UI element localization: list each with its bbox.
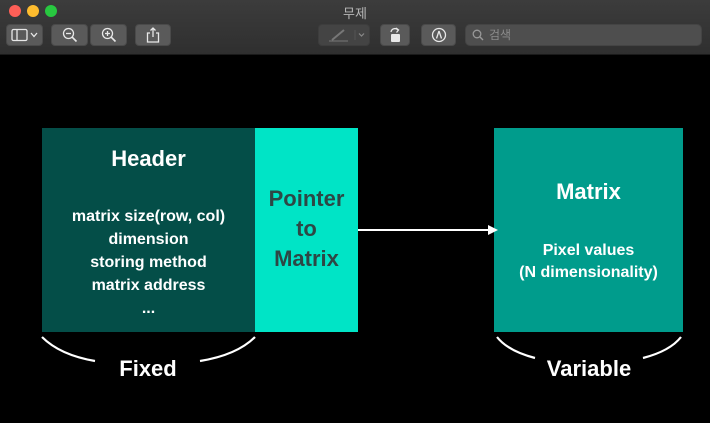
maximize-window-button[interactable] — [45, 5, 57, 17]
sidebar-toggle-button[interactable] — [6, 24, 43, 46]
variable-brace-left — [496, 336, 536, 360]
zoom-out-icon — [62, 27, 77, 43]
header-title: Header — [111, 146, 186, 171]
markup-pen-button[interactable] — [318, 24, 370, 46]
header-field: matrix size(row, col) — [71, 208, 226, 225]
search-icon — [472, 29, 484, 41]
zoom-in-button[interactable] — [90, 24, 127, 46]
zoom-out-button[interactable] — [51, 24, 88, 46]
pointer-label: Pointer to Matrix — [255, 184, 358, 274]
pointer-box: Pointer to Matrix — [255, 128, 358, 332]
rotate-icon — [390, 27, 400, 42]
variable-label: Variable — [546, 356, 632, 381]
pointer-arrowhead — [488, 225, 498, 235]
pointer-label-line: Matrix — [274, 246, 339, 271]
matrix-title: Matrix — [556, 179, 621, 204]
search-input[interactable] — [489, 28, 689, 42]
fixed-brace-right — [199, 336, 256, 363]
pointer-label-line: to — [296, 216, 317, 241]
annotate-icon — [431, 27, 446, 43]
share-icon — [146, 27, 160, 43]
fixed-brace-left — [41, 336, 96, 363]
matrix-description: Pixel values (N dimensionality) — [494, 240, 683, 284]
zoom-in-icon — [101, 27, 116, 43]
header-field: storing method — [90, 254, 207, 271]
title-bar: 무제 — [0, 0, 710, 55]
matrix-box: Matrix Pixel values (N dimensionality) — [494, 128, 683, 332]
share-button[interactable] — [135, 24, 171, 46]
minimize-window-button[interactable] — [27, 5, 39, 17]
matrix-description-line: (N dimensionality) — [519, 264, 658, 281]
rotate-button[interactable] — [380, 24, 410, 46]
header-field: matrix address — [91, 277, 206, 294]
search-field[interactable] — [465, 24, 702, 46]
sidebar-toggle-icon — [10, 28, 37, 42]
header-field-list: matrix size(row, col) dimension storing … — [42, 205, 255, 320]
annotate-button[interactable] — [421, 24, 456, 46]
window-title: 무제 — [343, 6, 367, 21]
document-canvas: Header matrix size(row, col) dimension s… — [0, 55, 710, 423]
header-field: dimension — [108, 231, 189, 248]
variable-brace-right — [642, 336, 682, 360]
diagram-connectors — [41, 225, 682, 363]
fixed-label: Fixed — [119, 356, 177, 381]
header-field: ... — [141, 300, 156, 317]
pointer-label-line: Pointer — [268, 186, 345, 211]
matrix-description-line: Pixel values — [542, 242, 635, 259]
header-box: Header matrix size(row, col) dimension s… — [42, 128, 255, 332]
chevron-down-icon — [358, 33, 365, 37]
markup-pen-icon — [329, 29, 365, 42]
close-window-button[interactable] — [9, 5, 21, 17]
